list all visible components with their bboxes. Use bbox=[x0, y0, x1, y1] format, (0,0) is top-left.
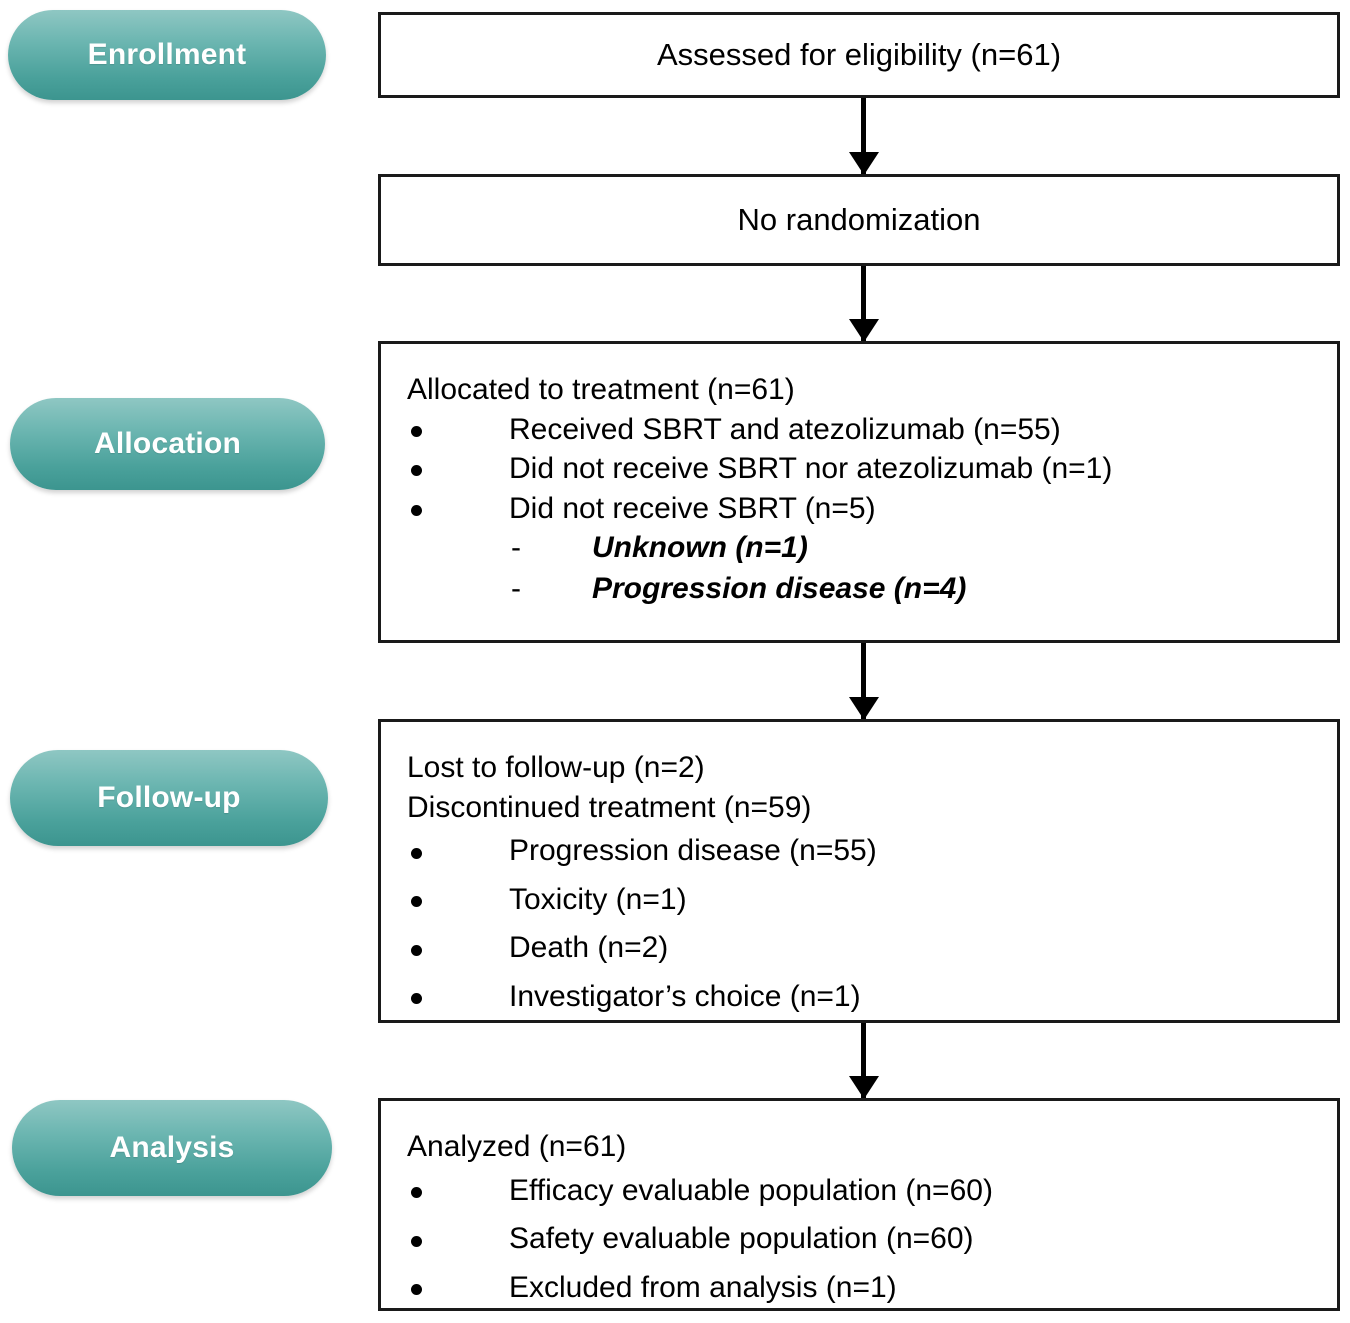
bullet-dot-icon bbox=[411, 504, 422, 516]
arrow-head-icon bbox=[848, 1076, 879, 1099]
list-item-label: Did not receive SBRT (n=5) bbox=[509, 491, 876, 525]
list-item: Death (n=2) bbox=[407, 924, 1337, 973]
sub-list-item-label: Progression disease (n=4) bbox=[592, 572, 967, 606]
bullet-dot-icon bbox=[411, 1284, 422, 1296]
list-item-label: Investigator’s choice (n=1) bbox=[509, 979, 861, 1013]
stage-pill-allocation: Allocation bbox=[10, 398, 325, 490]
sub-list-item: - Progression disease (n=4) bbox=[407, 569, 1337, 610]
box-follow-up: Lost to follow-up (n=2) Discontinued tre… bbox=[378, 719, 1340, 1023]
list-item-label: Toxicity (n=1) bbox=[509, 882, 687, 916]
bullet-dot-icon bbox=[411, 993, 422, 1005]
arrow-assessed-to-no-randomization bbox=[848, 98, 879, 175]
stage-pill-enrollment: Enrollment bbox=[8, 10, 326, 100]
allocation-body: Allocated to treatment (n=61) Received S… bbox=[381, 344, 1337, 610]
box-allocated-to-treatment: Allocated to treatment (n=61) Received S… bbox=[378, 341, 1340, 643]
bullet-dot-icon bbox=[411, 896, 422, 908]
list-item-label: Excluded from analysis (n=1) bbox=[509, 1270, 897, 1304]
allocation-lead-text: Allocated to treatment (n=61) bbox=[407, 373, 795, 406]
bullet-dot-icon bbox=[411, 1235, 422, 1247]
arrow-follow-up-to-analysis bbox=[848, 1023, 879, 1099]
bullet-dot-icon bbox=[411, 1186, 422, 1198]
stage-pill-allocation-label: Allocation bbox=[93, 427, 241, 460]
list-item: Progression disease (n=55) bbox=[407, 827, 1337, 876]
allocation-sub-bullet-list: - Unknown (n=1) - Progression disease (n… bbox=[407, 528, 1337, 610]
arrow-no-randomization-to-allocation bbox=[848, 266, 879, 342]
analysis-body: Analyzed (n=61) Efficacy evaluable popul… bbox=[381, 1101, 1337, 1312]
dash-marker-icon: - bbox=[511, 572, 521, 606]
no-randomization-text: No randomization bbox=[737, 201, 981, 237]
stage-pill-analysis-label: Analysis bbox=[109, 1131, 235, 1164]
bullet-dot-icon bbox=[411, 944, 422, 956]
bullet-dot-icon bbox=[411, 425, 422, 437]
list-item: Safety evaluable population (n=60) bbox=[407, 1215, 1337, 1264]
bullet-dot-icon bbox=[411, 465, 422, 477]
list-item-label: Safety evaluable population (n=60) bbox=[509, 1222, 974, 1256]
stage-pill-follow-up: Follow-up bbox=[10, 750, 328, 846]
list-item: Toxicity (n=1) bbox=[407, 876, 1337, 925]
stage-pill-follow-up-label: Follow-up bbox=[97, 781, 241, 814]
list-item: Did not receive SBRT nor atezolizumab (n… bbox=[407, 449, 1337, 489]
box-no-randomization: No randomization bbox=[378, 174, 1340, 266]
list-item-label: Efficacy evaluable population (n=60) bbox=[509, 1173, 993, 1207]
box-assessed-for-eligibility: Assessed for eligibility (n=61) bbox=[378, 12, 1340, 98]
list-item: Received SBRT and atezolizumab (n=55) bbox=[407, 410, 1337, 450]
box-analyzed: Analyzed (n=61) Efficacy evaluable popul… bbox=[378, 1098, 1340, 1311]
arrow-allocation-to-follow-up bbox=[848, 643, 879, 720]
list-item: Investigator’s choice (n=1) bbox=[407, 973, 1337, 1022]
arrow-head-icon bbox=[848, 152, 879, 175]
follow-up-lead-text-2: Discontinued treatment (n=59) bbox=[407, 790, 812, 824]
list-item-label: Progression disease (n=55) bbox=[509, 834, 877, 868]
list-item-label: Did not receive SBRT nor atezolizumab (n… bbox=[509, 452, 1113, 486]
list-item: Excluded from analysis (n=1) bbox=[407, 1264, 1337, 1313]
arrow-head-icon bbox=[848, 319, 879, 342]
list-item: Efficacy evaluable population (n=60) bbox=[407, 1167, 1337, 1216]
allocation-bullet-list: Received SBRT and atezolizumab (n=55) Di… bbox=[407, 410, 1337, 529]
sub-list-item: - Unknown (n=1) bbox=[407, 528, 1337, 569]
follow-up-bullet-list: Progression disease (n=55) Toxicity (n=1… bbox=[407, 827, 1337, 1021]
stage-pill-analysis: Analysis bbox=[12, 1100, 332, 1196]
stage-pill-enrollment-label: Enrollment bbox=[87, 38, 247, 71]
dash-marker-icon: - bbox=[511, 531, 521, 565]
list-item: Did not receive SBRT (n=5) bbox=[407, 489, 1337, 529]
analysis-bullet-list: Efficacy evaluable population (n=60) Saf… bbox=[407, 1167, 1337, 1313]
assessed-for-eligibility-text: Assessed for eligibility (n=61) bbox=[656, 36, 1062, 72]
bullet-dot-icon bbox=[411, 847, 422, 859]
list-item-label: Death (n=2) bbox=[509, 931, 669, 965]
follow-up-body: Lost to follow-up (n=2) Discontinued tre… bbox=[381, 722, 1337, 1022]
follow-up-lead-text-1: Lost to follow-up (n=2) bbox=[407, 751, 705, 784]
sub-list-item-label: Unknown (n=1) bbox=[592, 531, 808, 565]
analysis-lead-text: Analyzed (n=61) bbox=[407, 1130, 627, 1163]
list-item-label: Received SBRT and atezolizumab (n=55) bbox=[509, 412, 1061, 446]
arrow-head-icon bbox=[848, 697, 879, 720]
